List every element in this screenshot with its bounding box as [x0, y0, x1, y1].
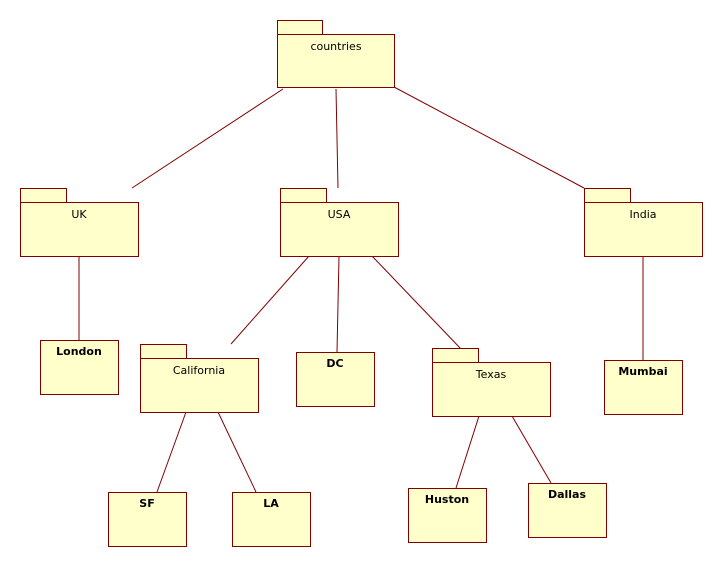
package-california: California [140, 344, 259, 413]
package-label-uk: UK [71, 208, 87, 221]
class-box [108, 492, 187, 547]
class-label-dc: DC [326, 357, 343, 370]
class-box [232, 492, 311, 547]
package-body [140, 358, 259, 413]
class-label-la: LA [263, 497, 279, 510]
connector-usa-dc [336, 255, 340, 353]
package-label-texas: Texas [475, 368, 507, 381]
package-label-california: California [173, 364, 225, 377]
package-tab [20, 188, 67, 203]
package-tab [432, 348, 479, 363]
package-tab [140, 344, 187, 359]
class-box [296, 352, 375, 407]
connectors [78, 86, 644, 493]
connector-usa-california [230, 255, 310, 345]
connector-countries-uk [131, 88, 284, 189]
class-box [408, 488, 487, 543]
connector-countries-india [393, 86, 585, 189]
package-india: India [584, 188, 703, 257]
connector-california-la [217, 411, 257, 493]
package-tab [280, 188, 327, 203]
class-sf: SF [108, 492, 187, 547]
class-la: LA [232, 492, 311, 547]
class-huston: Huston [408, 488, 487, 543]
package-texas: Texas [432, 348, 551, 417]
package-label-usa: USA [328, 208, 351, 221]
class-label-london: London [56, 345, 102, 358]
package-body [280, 202, 399, 257]
class-dc: DC [296, 352, 375, 407]
connector-countries-usa [335, 88, 339, 189]
package-body [20, 202, 139, 257]
package-label-countries: countries [310, 40, 361, 53]
package-uk: UK [20, 188, 139, 257]
class-london: London [40, 340, 119, 395]
connector-california-sf [156, 411, 187, 493]
class-label-dallas: Dallas [548, 488, 587, 501]
package-tab [277, 20, 323, 35]
package-usa: USA [280, 188, 399, 257]
class-box [528, 483, 607, 538]
class-label-mumbai: Mumbai [618, 365, 667, 378]
connector-usa-texas [371, 255, 462, 350]
class-label-huston: Huston [425, 493, 469, 506]
package-label-india: India [630, 208, 657, 221]
package-body [584, 202, 703, 257]
package-countries: countries [277, 20, 395, 88]
package-tab [584, 188, 631, 203]
connector-texas-dallas [511, 415, 552, 484]
package-body [277, 34, 395, 88]
class-box [604, 360, 683, 415]
class-dallas: Dallas [528, 483, 607, 538]
connector-texas-huston [455, 415, 480, 489]
package-body [432, 362, 551, 417]
class-label-sf: SF [139, 497, 154, 510]
class-box [40, 340, 119, 395]
class-mumbai: Mumbai [604, 360, 683, 415]
